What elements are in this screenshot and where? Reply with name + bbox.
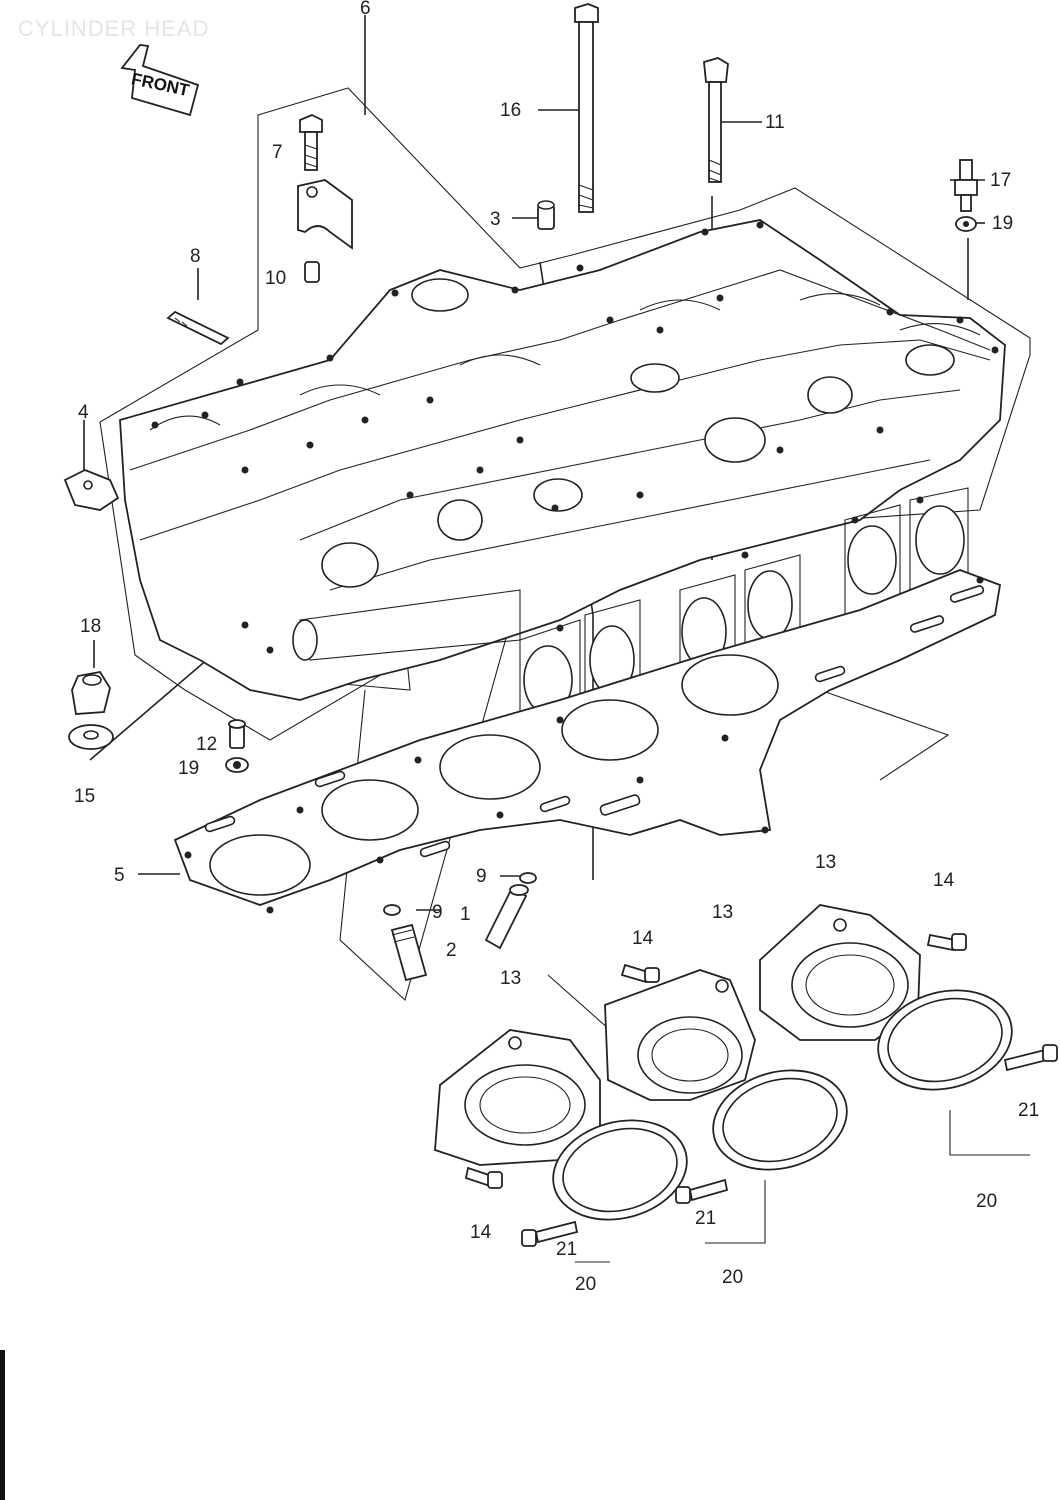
guide-13a (547, 974, 611, 1031)
label-1: 1 (460, 904, 471, 925)
front-arrow-icon: FRONT (120, 44, 200, 117)
screw-21a (521, 1220, 579, 1247)
label-8: 8 (190, 246, 201, 267)
screw-14c (464, 1166, 503, 1189)
label-19b: 19 (178, 758, 199, 779)
clamp-20-left (552, 1119, 688, 1221)
dowel-10 (304, 261, 320, 283)
bolt-12 (228, 719, 246, 749)
label-9b: 9 (432, 902, 443, 923)
plug-18 (71, 671, 111, 715)
label-3: 3 (490, 209, 501, 230)
label-20b: 20 (722, 1267, 743, 1288)
dowel-3 (537, 200, 555, 230)
bracket-20c (949, 1110, 1030, 1156)
stud-16 (574, 3, 599, 213)
label-11: 11 (765, 112, 785, 133)
label-13a: 13 (815, 852, 836, 873)
pin-8 (166, 310, 230, 346)
label-18: 18 (80, 616, 101, 637)
label-17: 17 (990, 170, 1011, 191)
label-4: 4 (78, 402, 89, 423)
label-13c: 13 (500, 968, 521, 989)
screw-21c (1003, 1044, 1058, 1072)
label-16: 16 (500, 100, 521, 121)
oring-9b (383, 904, 401, 916)
bolt-11 (703, 57, 729, 183)
clamp-20-right (877, 989, 1013, 1091)
cylinder-head (119, 219, 1006, 741)
label-21a: 21 (556, 1239, 577, 1260)
label-5: 5 (114, 865, 125, 886)
label-2: 2 (446, 940, 457, 961)
screw-14a (620, 963, 660, 984)
label-21b: 21 (695, 1208, 716, 1229)
guide-1 (484, 884, 529, 950)
head-gasket (173, 569, 1002, 914)
label-14a: 14 (933, 870, 955, 891)
label-19a: 19 (992, 213, 1013, 234)
label-21c: 21 (1018, 1100, 1039, 1121)
holder-13-right (759, 904, 921, 1041)
cap-4 (63, 469, 120, 511)
cam-cap (297, 179, 353, 250)
diagram-title: CYLINDER HEAD (18, 16, 210, 41)
holder-13-mid (604, 969, 756, 1101)
screw-14b (926, 933, 967, 952)
label-20c: 20 (976, 1191, 997, 1212)
oring-9a (519, 872, 537, 884)
label-14c: 14 (470, 1222, 492, 1243)
page-edge-mark (0, 1350, 5, 1500)
label-7: 7 (272, 142, 283, 163)
label-12: 12 (196, 734, 217, 755)
label-6: 6 (360, 0, 371, 19)
holder-13-left (434, 1029, 601, 1166)
label-9a: 9 (476, 866, 487, 887)
label-14b: 14 (632, 928, 654, 949)
label-13b: 13 (712, 902, 733, 923)
clamp-20-mid (712, 1069, 848, 1171)
bolt-7 (299, 114, 323, 171)
guide-2 (390, 923, 428, 982)
label-15: 15 (74, 786, 95, 807)
label-20a: 20 (575, 1274, 596, 1295)
fitting-17 (954, 159, 978, 212)
bracket-20b (705, 1180, 766, 1244)
label-10: 10 (265, 268, 286, 289)
screw-21b (675, 1178, 729, 1204)
